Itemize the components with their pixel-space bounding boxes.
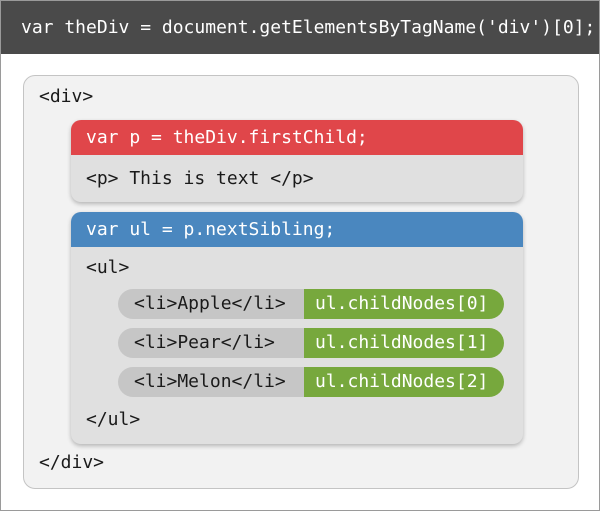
ul-close-tag: </ul> (86, 409, 141, 430)
ul-open-tag: <ul> (86, 257, 130, 278)
child-node-ref: ul.childNodes[2] (304, 367, 504, 397)
p-card: var p = theDiv.firstChild; <p> This is t… (71, 120, 523, 202)
li-markup: <li>Apple</li> (118, 289, 304, 319)
div-close-tag: </div> (39, 452, 105, 473)
li-markup: <li>Melon</li> (118, 367, 304, 397)
div-open-tag: <div> (39, 86, 94, 107)
ul-card: var ul = p.nextSibling; <ul> <li>Apple</… (71, 212, 523, 444)
list-item: <li>Pear</li> ul.childNodes[1] (118, 328, 504, 358)
li-markup: <li>Pear</li> (118, 328, 304, 358)
child-node-ref: ul.childNodes[1] (304, 328, 504, 358)
list-item: <li>Apple</li> ul.childNodes[0] (118, 289, 504, 319)
p-element-text: <p> This is text </p> (86, 168, 314, 189)
header-code: var theDiv = document.getElementsByTagNa… (1, 1, 599, 54)
p-card-code: var p = theDiv.firstChild; (71, 120, 523, 155)
div-container: <div> var p = theDiv.firstChild; <p> Thi… (23, 75, 579, 489)
ul-card-code: var ul = p.nextSibling; (71, 212, 523, 247)
list-item: <li>Melon</li> ul.childNodes[2] (118, 367, 504, 397)
child-node-ref: ul.childNodes[0] (304, 289, 504, 319)
